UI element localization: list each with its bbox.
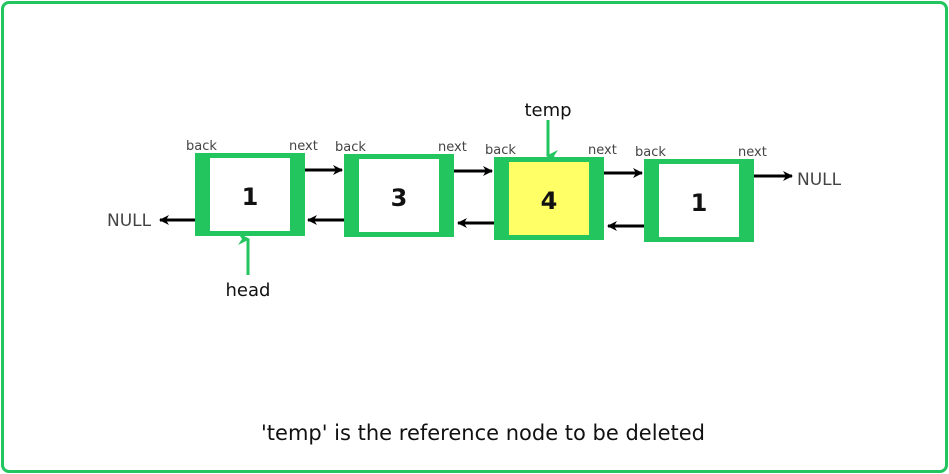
- caption: 'temp' is the reference node to be delet…: [261, 421, 705, 445]
- node-value: 3: [391, 184, 408, 212]
- next-label: next: [738, 145, 767, 160]
- arrows: [159, 120, 793, 275]
- list-node: 1 back next: [186, 139, 318, 236]
- next-label: next: [438, 140, 467, 155]
- back-label: back: [186, 139, 217, 154]
- back-label: back: [335, 140, 366, 155]
- back-label: back: [485, 143, 516, 158]
- node-data-cell: [359, 159, 439, 232]
- list-node: 1 back next: [635, 145, 767, 242]
- temp-label: temp: [524, 100, 571, 121]
- node-data-cell: [210, 158, 290, 231]
- head-label: head: [226, 280, 271, 301]
- node-value: 4: [541, 187, 558, 215]
- node-value: 1: [242, 183, 259, 211]
- null-left: NULL: [107, 211, 152, 231]
- back-label: back: [635, 145, 666, 160]
- null-right: NULL: [797, 170, 842, 190]
- next-label: next: [588, 143, 617, 158]
- node-value: 1: [691, 189, 708, 217]
- next-label: next: [289, 139, 318, 154]
- list-node: 3 back next: [335, 140, 467, 237]
- node-data-cell: [509, 162, 589, 235]
- list-node: 4 back next: [485, 143, 617, 240]
- node-data-cell: [659, 164, 739, 237]
